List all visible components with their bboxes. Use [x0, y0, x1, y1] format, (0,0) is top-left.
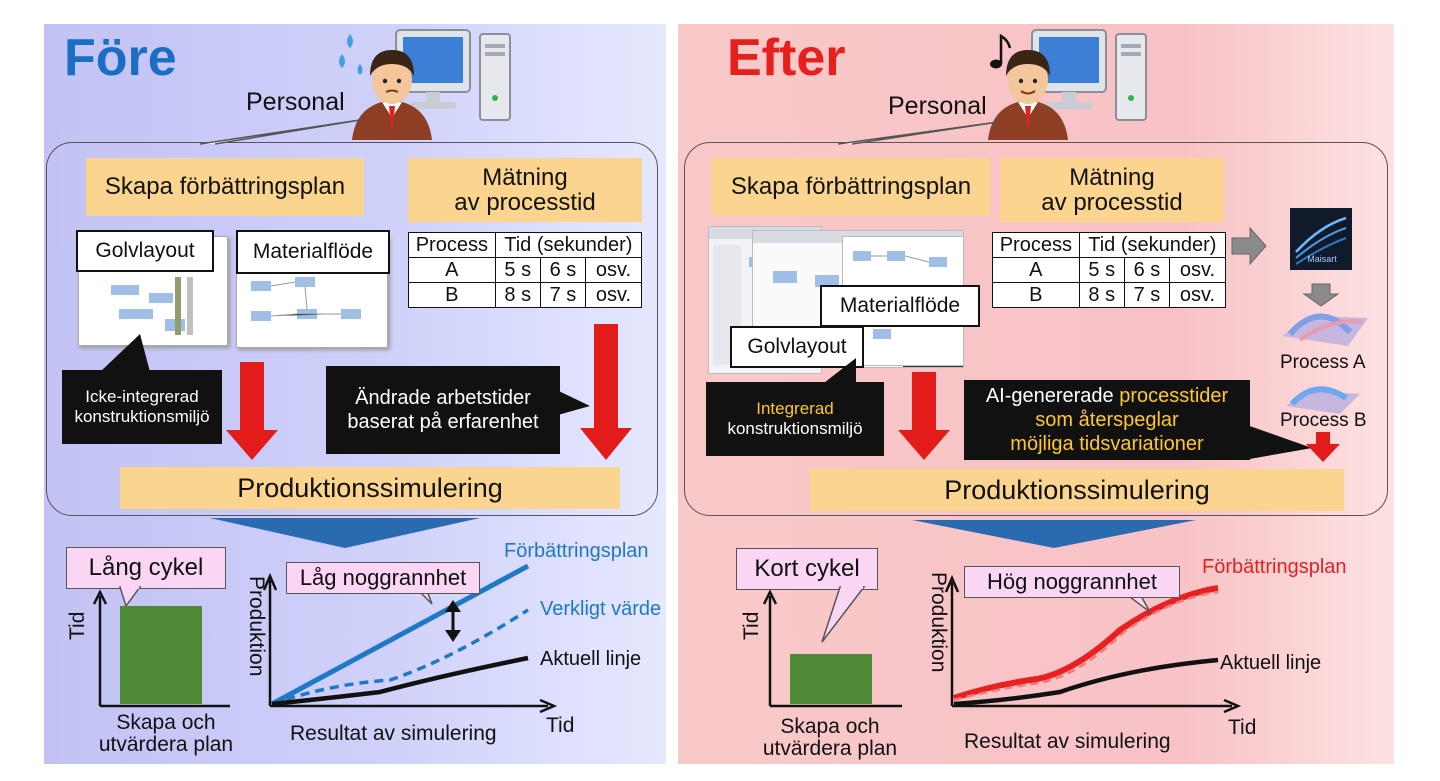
- table-row: A 5 s 6 s osv.: [408, 257, 642, 283]
- after-result-label: Resultat av simulering: [964, 730, 1171, 753]
- process-b-surface-icon: [1286, 386, 1360, 414]
- after-measure-box: Mätning av processtid: [1000, 158, 1224, 222]
- before-plan-line-label: Förbättringsplan: [504, 540, 649, 562]
- down-arrow-icon: [226, 324, 632, 460]
- after-floor-layout-label: Golvlayout: [730, 326, 864, 368]
- actual-value-line: [953, 590, 1219, 702]
- person-icon: [352, 50, 432, 140]
- before-create-plan-box: Skapa förbättringsplan: [86, 158, 364, 216]
- down-arrow-icon: [1302, 283, 1340, 307]
- after-callout-ai-times: AI-genererade processtider som återspegl…: [964, 380, 1250, 460]
- before-callout-non-integrated: Icke-integrerad konstruktionsmiljö: [62, 370, 222, 444]
- maisart-logo-text: Maisart: [1307, 254, 1337, 264]
- before-process-table: Process Tid (sekunder) A 5 s 6 s osv. B …: [408, 232, 643, 308]
- table-cell: B: [992, 282, 1080, 308]
- after-current-line-label: Aktuell linje: [1220, 652, 1322, 674]
- after-callout-pointers: [820, 358, 1312, 460]
- before-person-computer-illustration: [339, 29, 511, 140]
- right-arrow-icon: [1231, 226, 1267, 266]
- table-row: B 8 s 7 s osv.: [408, 282, 642, 308]
- before-material-flow-label: Materialflöde: [236, 230, 390, 274]
- down-arrow-icon: [898, 372, 1340, 462]
- plan-line: [953, 585, 1219, 701]
- plan-line: [270, 563, 530, 707]
- after-process-frame: [684, 142, 1388, 516]
- computer-icon: [395, 29, 511, 121]
- after-plan-line-label: Förbättringsplan: [1202, 556, 1347, 578]
- process-a-surface-icon: [1282, 313, 1368, 346]
- table-cell: osv.: [1169, 282, 1226, 308]
- before-cycle-chart: [92, 584, 230, 708]
- before-personal-label: Personal: [246, 88, 345, 116]
- table-cell: osv.: [585, 282, 642, 308]
- after-accuracy-label: Hög noggrannhet: [964, 566, 1180, 598]
- before-current-line-label: Aktuell linje: [540, 648, 642, 670]
- before-cycle-label: Lång cykel: [66, 547, 226, 589]
- table-cell: 7 s: [1123, 282, 1171, 308]
- after-speech-pointer: [837, 121, 999, 145]
- current-line: [953, 657, 1219, 707]
- after-simulation-box: Produktionssimulering: [810, 469, 1344, 511]
- after-material-flow-label: Materialflöde: [820, 285, 980, 327]
- process-b-label: Process B: [1280, 410, 1367, 431]
- after-create-eval-label: Skapa och utvärdera plan: [762, 715, 898, 761]
- before-title: Före: [64, 29, 177, 87]
- table-row: Process Tid (sekunder): [408, 232, 643, 258]
- before-accuracy-label: Låg noggrannhet: [286, 562, 480, 594]
- actual-value-line: [271, 608, 529, 706]
- before-time-x-label: Tid: [546, 714, 575, 737]
- before-result-label: Resultat av simulering: [290, 722, 497, 745]
- before-measure-box: Mätning av processtid: [408, 158, 642, 222]
- table-cell: osv.: [585, 257, 642, 283]
- after-personal-label: Personal: [888, 92, 987, 120]
- after-production-axis-label: Produktion: [927, 572, 950, 673]
- before-create-eval-label: Skapa och utvärdera plan: [98, 711, 234, 757]
- after-red-arrows: [898, 372, 1340, 462]
- table-cell: B: [408, 282, 496, 308]
- music-note-icon: [990, 33, 1012, 69]
- after-funnel-arrow: [912, 520, 1196, 548]
- after-process-table: Process Tid (sekunder) A 5 s 6 s osv. B …: [992, 232, 1227, 308]
- after-callout-integrated: Integrerad konstruktionsmiljö: [706, 382, 884, 456]
- table-row: B 8 s 7 s osv.: [992, 282, 1226, 308]
- double-arrow-icon: [445, 600, 461, 642]
- table-cell: 8 s: [494, 282, 541, 308]
- cycle-time-bar: [790, 654, 872, 704]
- before-simulation-box: Produktionssimulering: [120, 467, 620, 509]
- current-line: [271, 655, 529, 707]
- process-a-label: Process A: [1280, 352, 1366, 373]
- before-red-arrows: [226, 324, 632, 460]
- before-production-chart: [262, 563, 558, 714]
- after-cycle-label: Kort cykel: [736, 548, 878, 590]
- before-floor-layout-label: Golvlayout: [76, 230, 214, 272]
- table-row: Process Tid (sekunder): [992, 232, 1227, 258]
- after-person-computer-illustration: [988, 29, 1147, 140]
- table-cell: 7 s: [539, 282, 587, 308]
- before-callout-changed-times: Ändrade arbetstider baserat på erfarenhe…: [326, 366, 560, 454]
- after-ai-flow-graphics: [1231, 208, 1368, 414]
- before-process-frame: [46, 142, 658, 516]
- before-speech-pointer: [199, 119, 361, 145]
- before-actual-value-label: Verkligt värde: [540, 598, 662, 620]
- person-icon: [988, 50, 1068, 140]
- after-create-plan-box: Skapa förbättringsplan: [712, 158, 990, 216]
- after-time-x-label: Tid: [1228, 716, 1257, 739]
- table-row: A 5 s 6 s osv.: [992, 257, 1226, 283]
- table-cell: 5 s: [1078, 257, 1125, 283]
- table-cell: 8 s: [1078, 282, 1125, 308]
- before-funnel-arrow: [210, 518, 480, 548]
- cycle-time-bar: [120, 606, 202, 704]
- after-title: Efter: [727, 29, 846, 87]
- table-cell: A: [408, 257, 496, 283]
- sweat-drops-icon: [339, 34, 363, 75]
